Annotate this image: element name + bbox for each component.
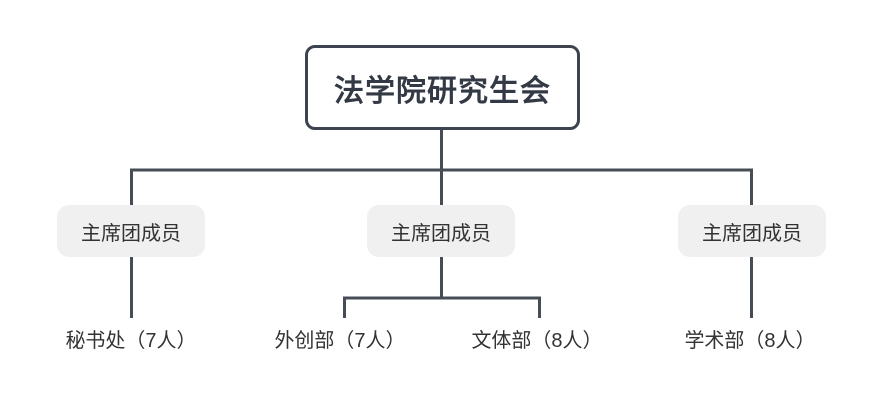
branch-node-presidium-2: 主席团成员 [367,205,515,257]
branch-node-label: 主席团成员 [81,222,181,245]
branch-node-presidium-1: 主席团成员 [57,205,205,257]
branch-node-presidium-3: 主席团成员 [678,205,826,257]
leaf-node-culture-sports-dept: 文体部（8人） [471,330,603,352]
leaf-node-academic-dept: 学术部（8人） [684,330,816,352]
leaf-node-outreach-dept: 外创部（7人） [274,330,406,352]
leaf-node-secretariat: 秘书处（7人） [65,330,197,352]
branch-node-label: 主席团成员 [391,222,491,245]
root-node: 法学院研究生会 [305,45,580,130]
branch-node-label: 主席团成员 [702,222,802,245]
root-node-label: 法学院研究生会 [334,74,551,108]
